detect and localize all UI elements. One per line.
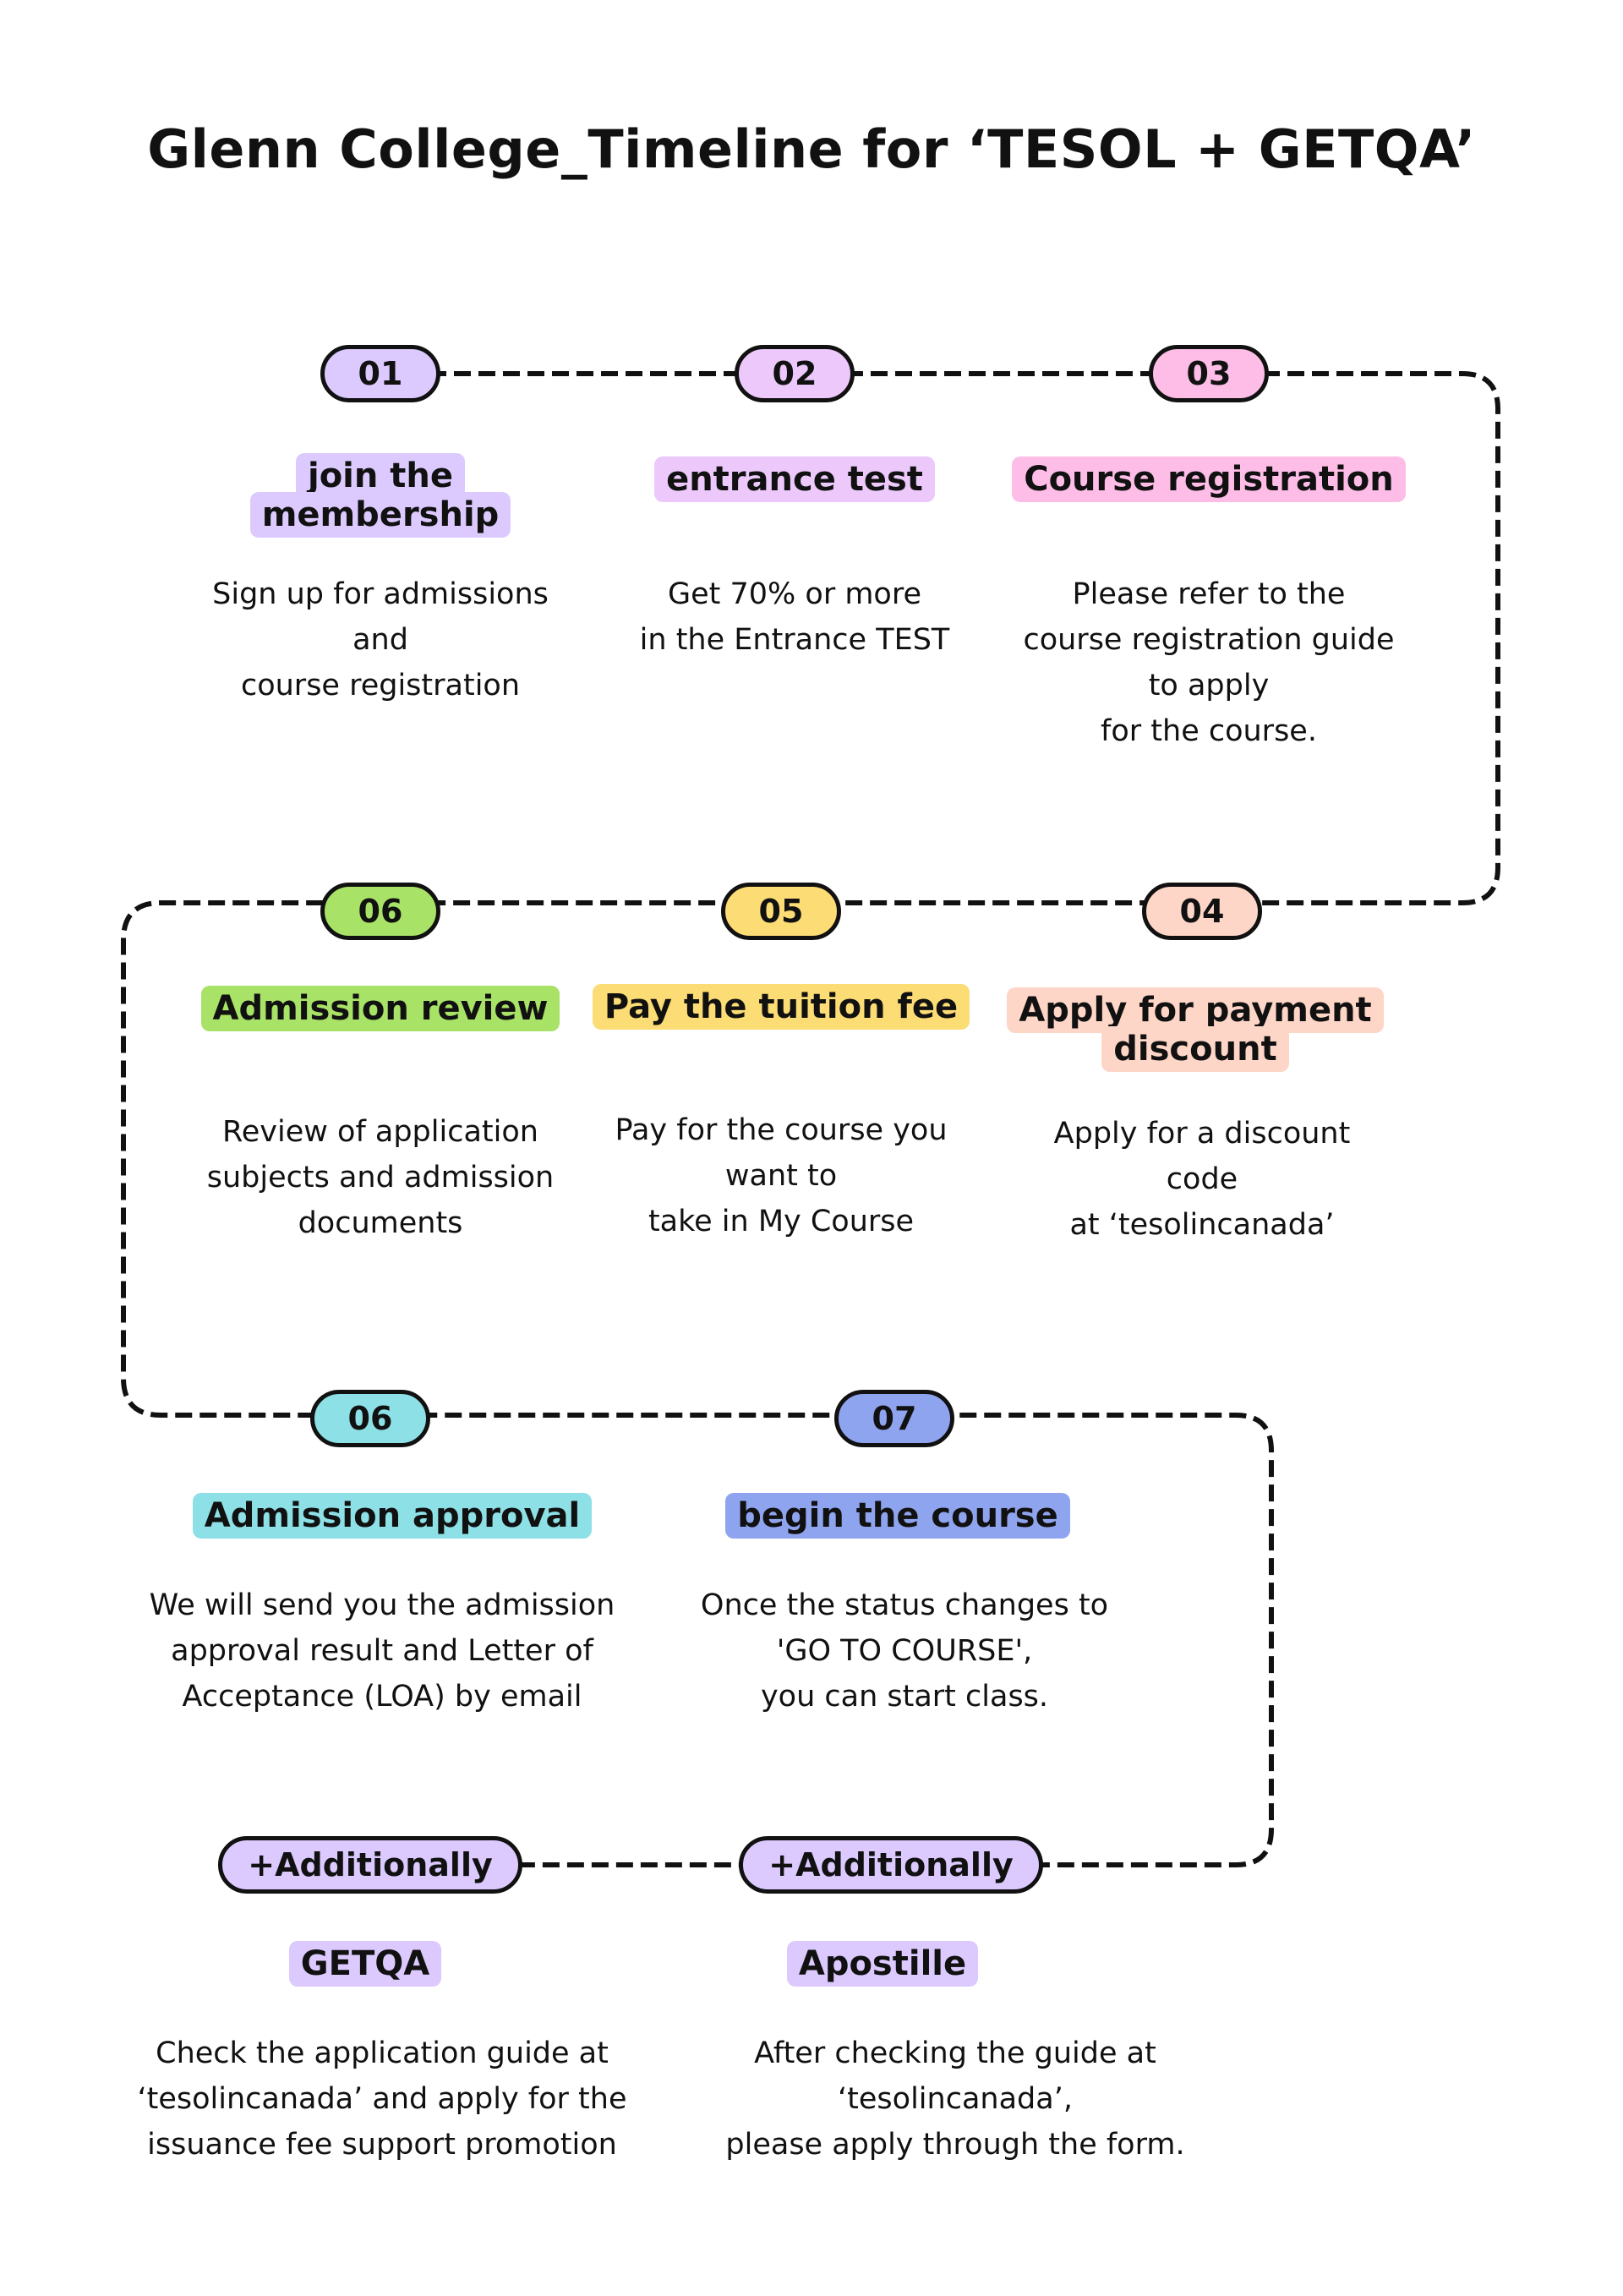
step-02-number-badge: 02 <box>735 345 855 402</box>
step-01-title: join the membership <box>249 453 511 538</box>
step-06-number: 06 <box>358 893 403 930</box>
step-07-number: 07 <box>872 1400 917 1437</box>
step-05-title-wrap: Pay the tuition fee <box>561 984 1001 1030</box>
step-05-number-badge: 05 <box>721 883 841 940</box>
step-01-description: Sign up for admissions and course regist… <box>212 577 549 702</box>
step-06-title: Admission review <box>200 986 560 1031</box>
additional-apostille-title: Apostille <box>786 1941 979 1987</box>
additional-apostille-title-wrap: Apostille <box>747 1941 1018 1987</box>
step-07-title: begin the course <box>725 1493 1070 1539</box>
page-title: Glenn College_Timeline for ‘TESOL + GETQ… <box>147 118 1476 180</box>
step-01-number-badge: 01 <box>320 345 440 402</box>
step-01-number: 01 <box>358 355 403 392</box>
additional-getqa-badge: +Additionally <box>218 1836 522 1894</box>
step-02-description: Get 70% or more in the Entrance TEST <box>639 577 950 657</box>
additional-getqa-title-wrap: GETQA <box>255 1941 475 1987</box>
additional-apostille-description: After checking the guide at ‘tesolincana… <box>725 2036 1185 2162</box>
step-07-number-badge: 07 <box>834 1390 954 1447</box>
step-06b-title-wrap: Admission approval <box>172 1493 612 1539</box>
step-01-title-wrap: join the membership <box>228 453 533 538</box>
step-04-description: Apply for a discount code at ‘tesolincan… <box>1053 1117 1351 1242</box>
step-07-description: Once the status changes to 'GO TO COURSE… <box>700 1588 1109 1714</box>
step-04-title-wrap: Apply for payment discount <box>992 987 1398 1072</box>
step-06-title-wrap: Admission review <box>161 986 600 1031</box>
additional-apostille-badge: +Additionally <box>739 1836 1043 1894</box>
additional-getqa-description: Check the application guide at ‘tesolinc… <box>137 2036 627 2162</box>
step-04-number-badge: 04 <box>1142 883 1262 940</box>
step-06b-number-badge: 06 <box>310 1390 430 1447</box>
step-06-description: Review of application subjects and admis… <box>206 1115 555 1240</box>
additional-getqa-title: GETQA <box>288 1941 442 1987</box>
additional-apostille-number: +Additionally <box>768 1846 1014 1883</box>
step-03-title: Course registration <box>1012 456 1406 502</box>
step-06b-number: 06 <box>347 1400 393 1437</box>
step-03-number: 03 <box>1186 355 1232 392</box>
step-06b-title: Admission approval <box>192 1493 593 1539</box>
step-03-title-wrap: Course registration <box>989 456 1429 502</box>
additional-getqa-number: +Additionally <box>248 1846 493 1883</box>
step-03-description: Please refer to the course registration … <box>1023 577 1395 748</box>
step-04-number: 04 <box>1179 893 1225 930</box>
step-05-title: Pay the tuition fee <box>592 984 970 1030</box>
step-07-title-wrap: begin the course <box>695 1493 1101 1539</box>
step-06-number-badge: 06 <box>320 883 440 940</box>
connector-path <box>121 371 1500 1867</box>
step-03-number-badge: 03 <box>1149 345 1269 402</box>
step-05-number: 05 <box>758 893 804 930</box>
step-02-title: entrance test <box>654 456 935 502</box>
step-05-description: Pay for the course you want to take in M… <box>615 1113 948 1238</box>
step-02-number: 02 <box>772 355 817 392</box>
step-04-title: Apply for payment discount <box>1007 987 1384 1072</box>
step-02-title-wrap: entrance test <box>609 456 981 502</box>
step-06b-description: We will send you the admission approval … <box>149 1588 615 1714</box>
